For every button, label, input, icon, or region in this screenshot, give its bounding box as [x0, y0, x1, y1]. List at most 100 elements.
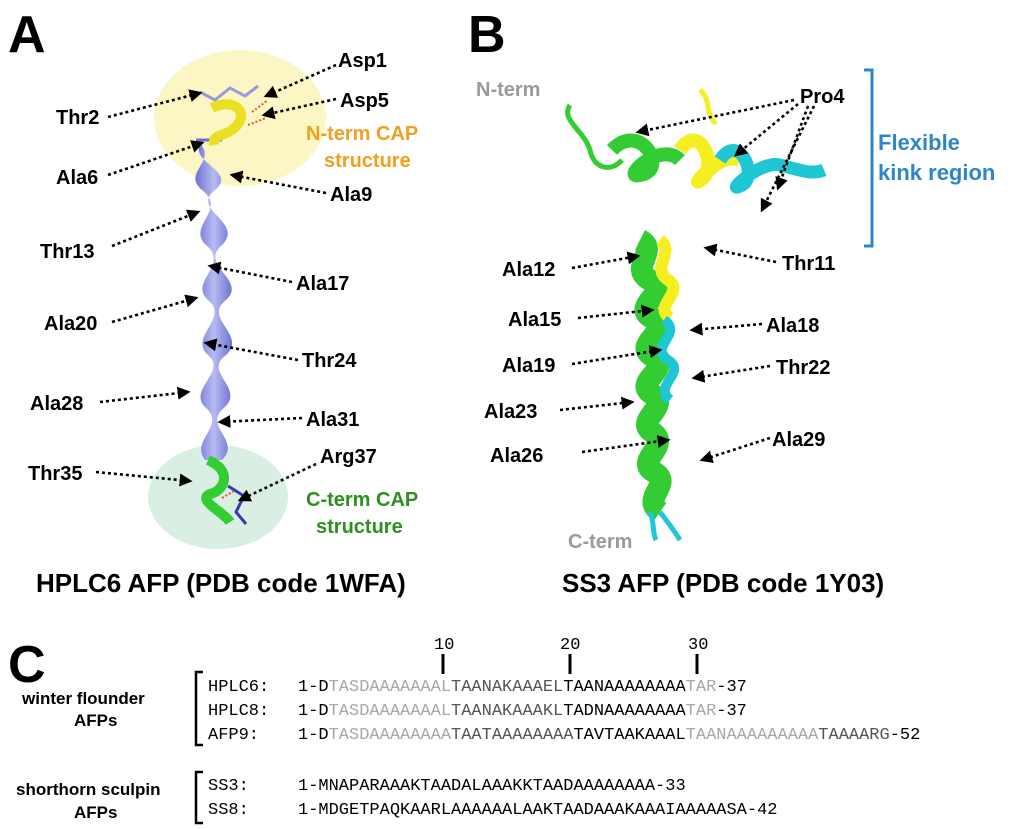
- arrow-thr2: [107, 89, 203, 119]
- arrow-thr13: [111, 209, 201, 248]
- arrow-ala28: [99, 386, 191, 404]
- panel-b-arrows: [559, 98, 816, 463]
- sequence-label: AFP9:: [208, 726, 259, 745]
- label-thr13: Thr13: [40, 241, 94, 263]
- sequence-segment: -37: [716, 702, 747, 721]
- sequence-segment: TAR: [686, 702, 717, 721]
- sequence-alignment: HPLC6: 1-DTASDAAAAAAALTAANAKAAAELTAANAAAA…: [208, 678, 920, 820]
- arrow-pro4-cyan: [775, 105, 810, 191]
- arrow-ala15: [577, 304, 655, 320]
- arrow-ala17: [207, 261, 293, 284]
- sequence-segment: TAATAAAAAAAA: [451, 726, 574, 745]
- ss3-structure-model: [565, 88, 827, 542]
- arrow-asp1: [263, 63, 337, 98]
- n-term-label: N-term: [476, 79, 540, 101]
- label-thr2: Thr2: [56, 107, 99, 129]
- arrow-ala9: [229, 170, 327, 195]
- arrow-pro4-yellow: [733, 102, 799, 157]
- sequence-segment: TAANAAAAAAAA: [563, 678, 686, 697]
- sequence-segment: -37: [716, 678, 747, 697]
- sequence-text: 1-MDGETPAQKAARLAAAAAALAAKTAADAAAKAAAIAAA…: [298, 801, 777, 820]
- sequence-label: SS8:: [208, 801, 249, 820]
- sequence-segment: TAAAARG: [818, 726, 889, 745]
- sequence-text: 1-DTASDAAAAAAALTAANAKAAAELTAANAAAAAAAATA…: [298, 678, 747, 697]
- arrow-ala19: [571, 345, 663, 366]
- label-ala17: Ala17: [296, 273, 349, 295]
- label-ala28: Ala28: [30, 393, 83, 415]
- sequence-segment: TASDAAAAAAAL: [329, 678, 451, 697]
- panel-a-letter: A: [8, 6, 46, 64]
- label-thr22: Thr22: [776, 357, 830, 379]
- n-cap-label-line1: N-term CAP: [306, 123, 418, 145]
- label-pro4: Pro4: [800, 86, 845, 108]
- arrow-ala23: [559, 396, 635, 412]
- sequence-segment: TAR: [686, 678, 717, 697]
- label-ala6: Ala6: [56, 167, 98, 189]
- sculpin-bracket: [194, 770, 203, 825]
- label-thr11: Thr11: [782, 253, 835, 275]
- c-cap-label-line2: structure: [316, 516, 403, 538]
- sequence-text: 1-MNAPARAAAKTAADALAAAKKTAADAAAAAAAA-33: [298, 777, 686, 796]
- panel-b-letter: B: [468, 6, 506, 64]
- kink-label-line1: Flexible: [878, 130, 960, 155]
- label-ala29: Ala29: [772, 429, 825, 451]
- sequence-label: HPLC8:: [208, 702, 269, 721]
- label-ala12: Ala12: [502, 259, 555, 281]
- n-cap-structure-model: [199, 84, 269, 146]
- sequence-segment: 1-D: [298, 726, 329, 745]
- panel-a-labels: Asp1 Thr2 Asp5 Ala6 Ala9 Thr13 Ala17 Ala…: [28, 50, 389, 485]
- label-ala23: Ala23: [484, 401, 537, 423]
- sequence-label: HPLC6:: [208, 678, 269, 697]
- sequence-text: 1-DTASDAAAAAAALTAANAKAAAKLTADNAAAAAAAATA…: [298, 702, 747, 721]
- arrow-asp5: [261, 97, 337, 120]
- arrow-ala29: [699, 436, 771, 463]
- panel-c-letter: C: [8, 636, 46, 694]
- label-thr35: Thr35: [28, 463, 82, 485]
- arrow-pro4-cyan2: [760, 105, 816, 213]
- panel-a-arrows: [95, 63, 337, 502]
- panel-b-caption: SS3 AFP (PDB code 1Y03): [562, 568, 884, 598]
- label-ala26: Ala26: [490, 445, 543, 467]
- c-cap-structure-model: [201, 455, 248, 526]
- group-label-sculpin-2: AFPs: [74, 803, 117, 822]
- label-ala9: Ala9: [330, 184, 372, 206]
- tick-label-10: 10: [434, 636, 454, 655]
- label-ala31: Ala31: [306, 409, 359, 431]
- position-ticks: 10 20 30: [434, 636, 708, 674]
- sequence-segment: 1-D: [298, 678, 329, 697]
- arrow-ala6: [107, 140, 205, 177]
- sequence-segment: TADNAAAAAAAA: [563, 702, 686, 721]
- arrow-arg37: [237, 462, 317, 502]
- group-label-flounder-1: winter flounder: [21, 689, 145, 708]
- sequence-segment: 1-MNAPARAAAKTAADALAAAKKTAADAAAAAAAA-33: [298, 777, 686, 796]
- sequence-segment: TAANAAAAAAAAA: [686, 726, 819, 745]
- arrow-ala12: [571, 251, 641, 270]
- label-ala20: Ala20: [44, 313, 97, 335]
- c-term-label: C-term: [568, 531, 632, 553]
- sequence-segment: TAANAKAAAKL: [451, 702, 563, 721]
- arrow-ala31: [217, 415, 303, 428]
- sequence-text: 1-DTASDAAAAAAAATAATAAAAAAAATAVTAAKAAALTA…: [298, 726, 920, 745]
- arrow-thr35: [95, 470, 193, 487]
- arrow-ala18: [689, 322, 763, 336]
- label-asp5: Asp5: [340, 90, 389, 112]
- sequence-segment: 1-MDGETPAQKAARLAAAAAALAAKTAADAAAKAAAIAAA…: [298, 801, 777, 820]
- label-ala19: Ala19: [502, 355, 555, 377]
- sequence-segment: 1-D: [298, 702, 329, 721]
- arrow-thr11: [703, 243, 777, 264]
- sequence-segment: TASDAAAAAAAA: [329, 726, 452, 745]
- tick-label-20: 20: [560, 636, 580, 655]
- n-cap-label-line2: structure: [324, 150, 411, 172]
- label-ala18: Ala18: [766, 315, 819, 337]
- kink-label-line2: kink region: [878, 160, 995, 185]
- arrow-thr22: [691, 364, 771, 383]
- sequence-label: SS3:: [208, 777, 249, 796]
- c-cap-label-line1: C-term CAP: [306, 489, 418, 511]
- panel-a-caption: HPLC6 AFP (PDB code 1WFA): [36, 568, 406, 598]
- label-arg37: Arg37: [320, 446, 377, 468]
- hplc6-helix-ribbon: [195, 138, 233, 460]
- c-cap-highlight: [148, 445, 288, 549]
- label-asp1: Asp1: [338, 50, 387, 72]
